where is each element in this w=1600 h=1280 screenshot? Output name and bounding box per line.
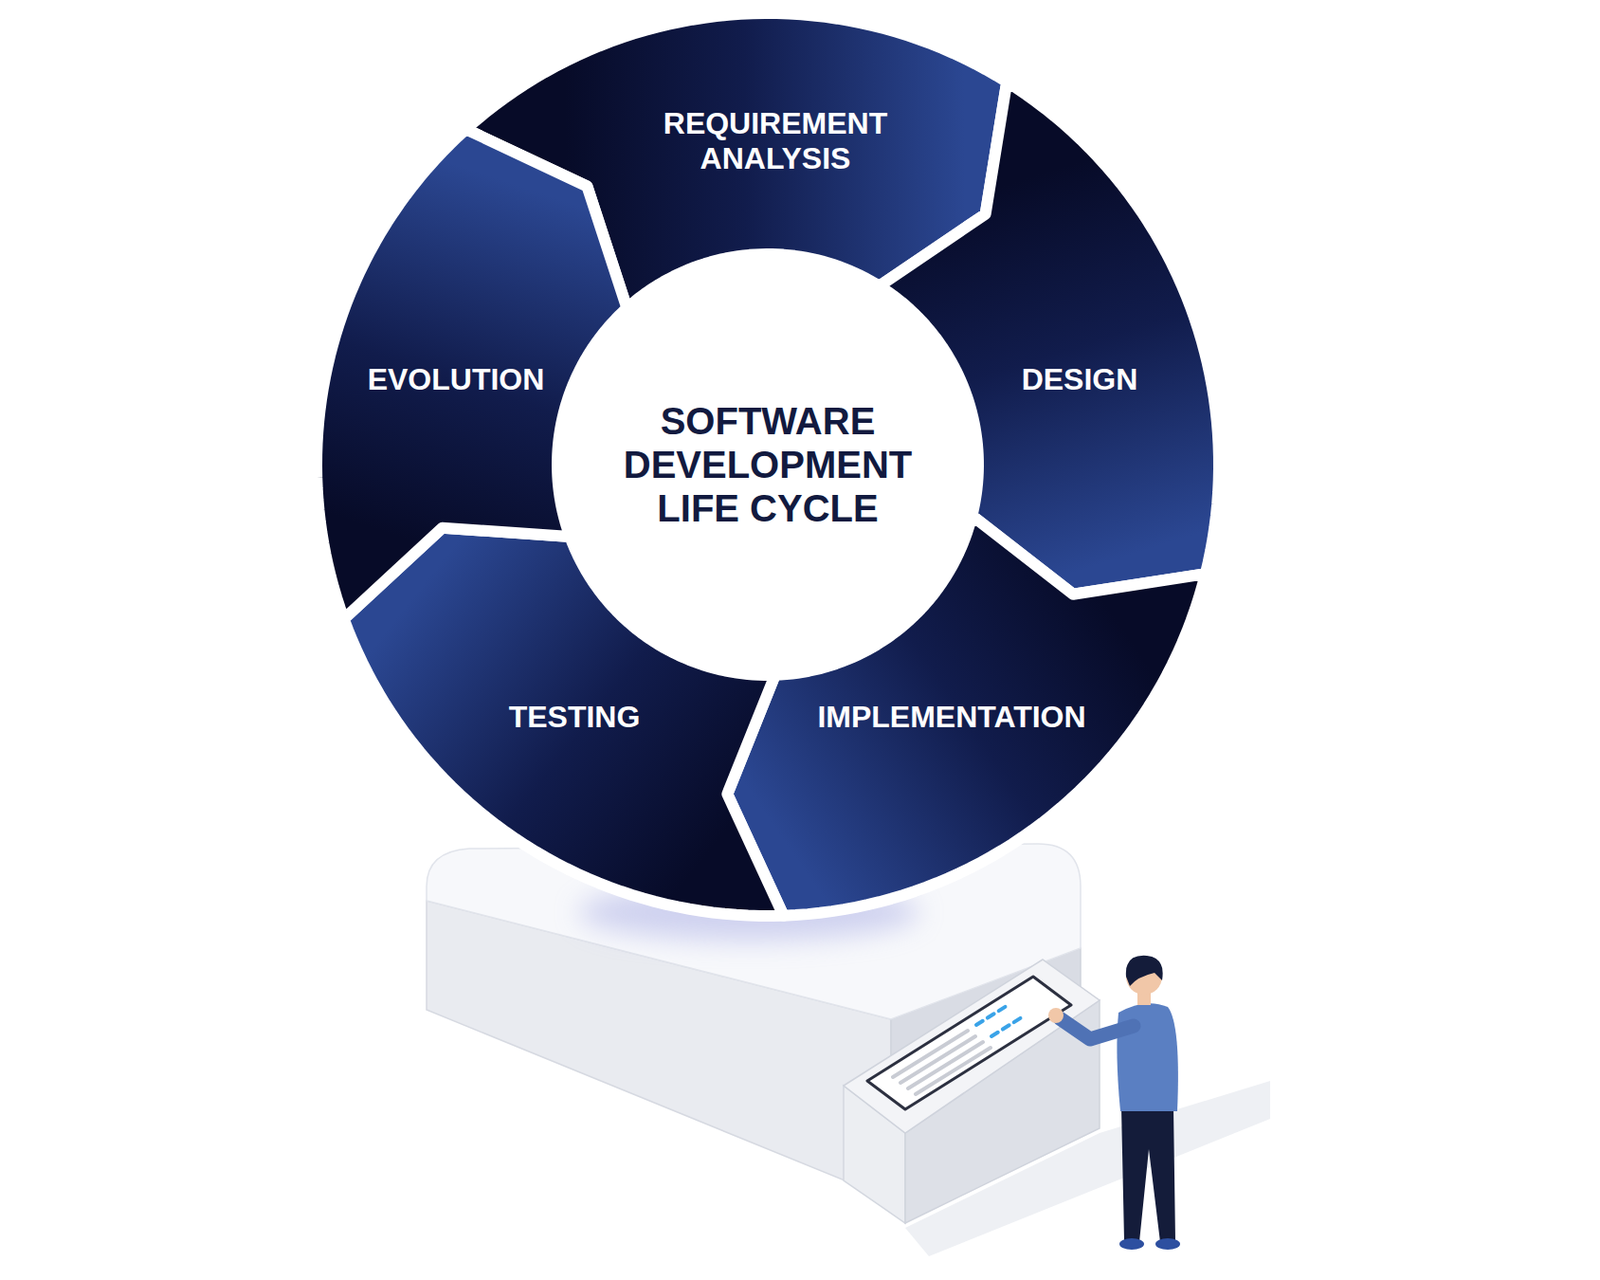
person-figure [1048,955,1181,1250]
label-slot: REQUIREMENT ANALYSIS [652,106,899,177]
console-screen [867,976,1072,1110]
cycle-title: SOFTWARE DEVELOPMENT LIFE CYCLE [611,399,925,530]
phase-label: TESTING [470,699,679,735]
label-slot: TESTING [470,699,679,735]
label-slot: IMPLEMENTATION [790,699,1113,735]
phase-label: REQUIREMENT ANALYSIS [652,106,899,177]
phase-segment: EVOLUTION [307,119,637,629]
label-slot: DESIGN [975,362,1184,398]
label-slot: EVOLUTION [342,362,570,398]
console-panel [843,959,1100,1133]
title-slot: SOFTWARE DEVELOPMENT LIFE CYCLE [611,399,925,530]
phase-label: EVOLUTION [342,362,570,398]
segment-fill [316,128,627,619]
phase-label: IMPLEMENTATION [790,699,1113,735]
phase-label: DESIGN [975,362,1184,398]
screen-lines [892,1030,991,1094]
hub-circle: SOFTWARE DEVELOPMENT LIFE CYCLE [568,265,967,664]
screen-highlights [976,1003,1025,1037]
